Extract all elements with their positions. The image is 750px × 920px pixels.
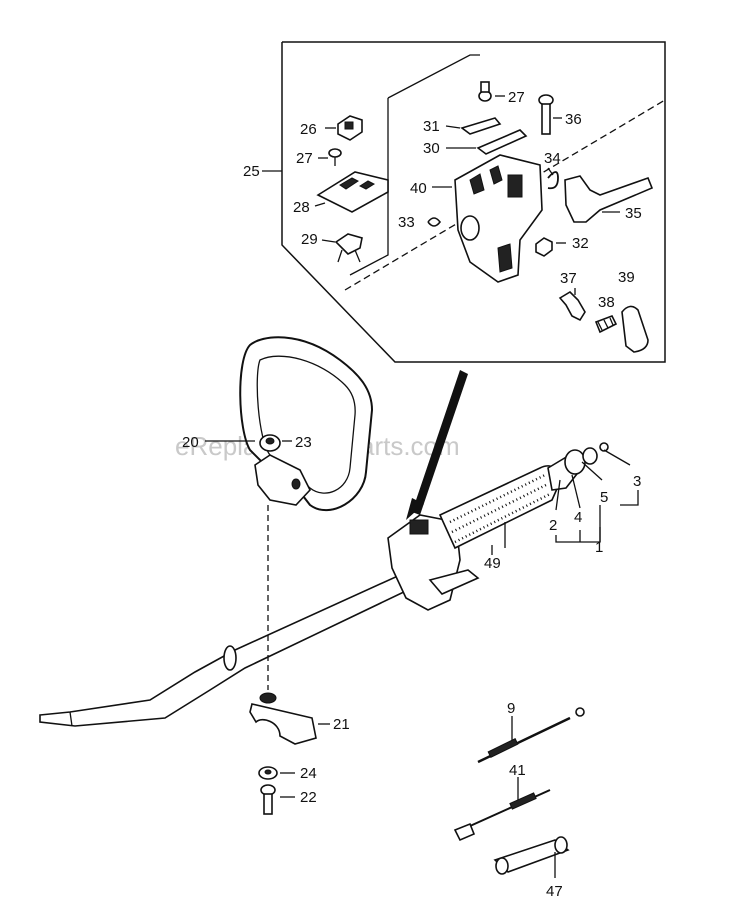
part-20-loop-handle [239, 336, 374, 512]
label-49: 49 [484, 555, 501, 572]
label-47: 47 [546, 883, 563, 900]
part-26-block [325, 115, 363, 141]
shaft-tube [39, 573, 410, 727]
label-25: 25 [243, 163, 260, 180]
part-36-bolt [538, 94, 562, 135]
part-40-housing [432, 154, 543, 283]
part-27-screw-left [318, 148, 342, 166]
label-41: 41 [509, 762, 526, 779]
part-29-switch [321, 233, 363, 263]
callout-labels: 25 26 27 28 29 27 36 31 30 34 40 33 35 3… [182, 89, 642, 900]
part-47-sleeve [493, 836, 570, 878]
part-23-nut [259, 434, 292, 452]
part-28-plate [314, 171, 389, 213]
label-29: 29 [301, 231, 318, 248]
label-23: 23 [295, 434, 312, 451]
cable-end-assembly [547, 442, 639, 543]
label-31: 31 [423, 118, 440, 135]
part-32-nut [535, 237, 566, 257]
part-39-cap [621, 305, 649, 353]
label-35: 35 [625, 205, 642, 222]
detail-inset [281, 41, 666, 363]
part-37-pin [558, 288, 586, 322]
label-39: 39 [618, 269, 635, 286]
label-37: 37 [560, 270, 577, 287]
label-38: 38 [598, 294, 615, 311]
part-31-lever [445, 117, 502, 135]
label-40: 40 [410, 180, 427, 197]
label-1: 1 [595, 539, 603, 556]
part-34-spring [547, 167, 559, 190]
label-26: 26 [300, 121, 317, 138]
part-33-clip [427, 217, 442, 227]
part-22-bolt [260, 784, 295, 815]
label-24: 24 [300, 765, 317, 782]
label-32: 32 [572, 235, 589, 252]
detail-arrow [406, 370, 468, 520]
part-49-grip [438, 465, 562, 550]
label-2: 2 [549, 517, 557, 534]
label-27-left: 27 [296, 150, 313, 167]
part-41-cable [453, 777, 551, 842]
label-34: 34 [544, 150, 561, 167]
part-27-screw-top [478, 81, 505, 102]
part-35-trigger [564, 175, 654, 223]
label-9: 9 [507, 700, 515, 717]
label-21: 21 [333, 716, 350, 733]
part-38-spring [594, 314, 618, 334]
label-28: 28 [293, 199, 310, 216]
part-24-washer [258, 766, 295, 780]
label-5: 5 [600, 489, 608, 506]
label-22: 22 [300, 789, 317, 806]
label-4: 4 [574, 509, 582, 526]
label-33: 33 [398, 214, 415, 231]
label-3: 3 [633, 473, 641, 490]
part-30-lever [446, 129, 528, 155]
part-9-cable [477, 707, 585, 764]
part-21-clamp [249, 692, 330, 745]
throttle-housing [387, 514, 480, 611]
label-36: 36 [565, 111, 582, 128]
label-30: 30 [423, 140, 440, 157]
label-20: 20 [182, 434, 199, 451]
label-27-top: 27 [508, 89, 525, 106]
